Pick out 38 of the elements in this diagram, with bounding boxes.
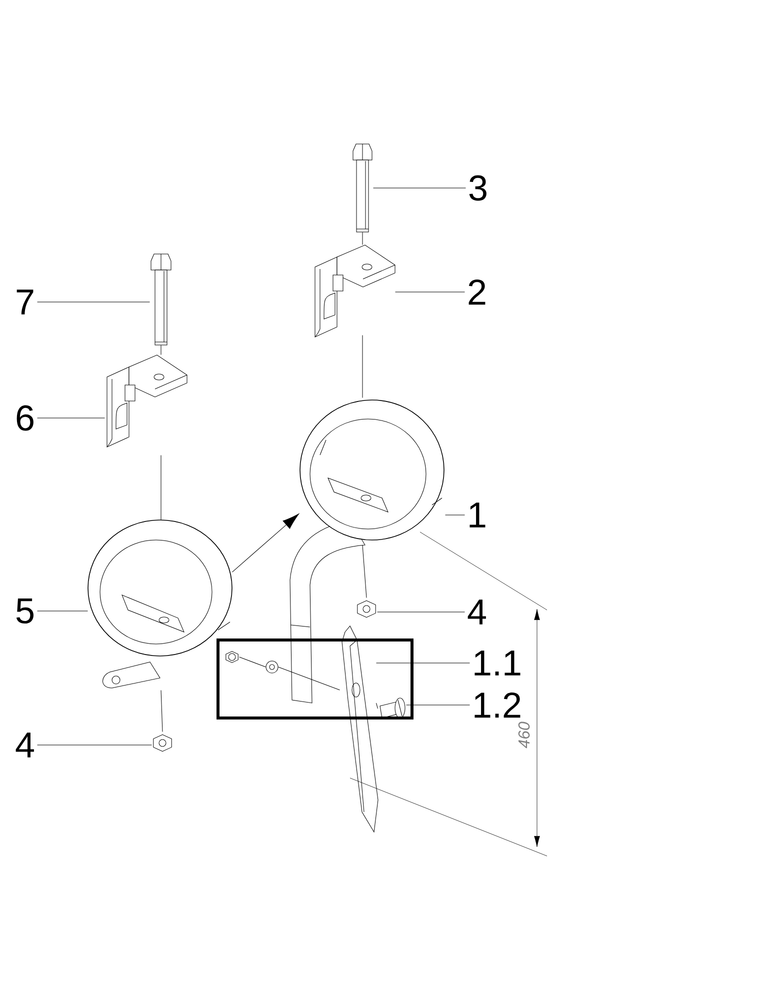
spring-tine-drawing bbox=[88, 520, 232, 688]
assembly-arrow bbox=[232, 514, 300, 572]
blade-drawing bbox=[342, 626, 378, 832]
leader-line bbox=[376, 662, 470, 664]
centre-line bbox=[239, 656, 266, 668]
leader-line bbox=[445, 514, 465, 516]
centre-line bbox=[160, 345, 162, 355]
bolt-drawing bbox=[352, 144, 372, 232]
callout-number: 5 bbox=[16, 598, 34, 624]
nut-drawing bbox=[153, 734, 172, 752]
callout-number: 1 bbox=[470, 502, 486, 528]
leader-line bbox=[37, 610, 88, 612]
centre-line bbox=[362, 232, 363, 245]
centre-line bbox=[278, 666, 340, 690]
spring-tine-drawing bbox=[300, 400, 444, 540]
callout-number: 4 bbox=[468, 600, 486, 624]
bolt-drawing bbox=[150, 254, 172, 346]
bracket-drawing bbox=[106, 354, 188, 448]
bolt-drawing bbox=[380, 698, 406, 718]
bracket-drawing bbox=[314, 244, 396, 338]
leader-line bbox=[37, 744, 152, 746]
callout-number: 1.1 bbox=[474, 650, 520, 676]
centre-line bbox=[376, 702, 378, 709]
callout-number: 7 bbox=[16, 290, 34, 314]
callout-number: 2 bbox=[468, 279, 486, 305]
washer-drawing bbox=[266, 660, 278, 674]
centre-line bbox=[362, 335, 363, 398]
callout-number: 4 bbox=[16, 732, 34, 758]
centre-line bbox=[362, 545, 367, 598]
nut-drawing bbox=[357, 600, 376, 618]
nut-drawing bbox=[226, 651, 238, 663]
dimension-label: 460 bbox=[517, 720, 531, 750]
callout-number: 1.2 bbox=[474, 692, 520, 718]
centre-line bbox=[160, 455, 162, 520]
centre-line bbox=[160, 690, 163, 732]
callout-number: 3 bbox=[469, 175, 486, 201]
leader-line bbox=[406, 704, 470, 706]
callout-number: 6 bbox=[16, 405, 34, 431]
